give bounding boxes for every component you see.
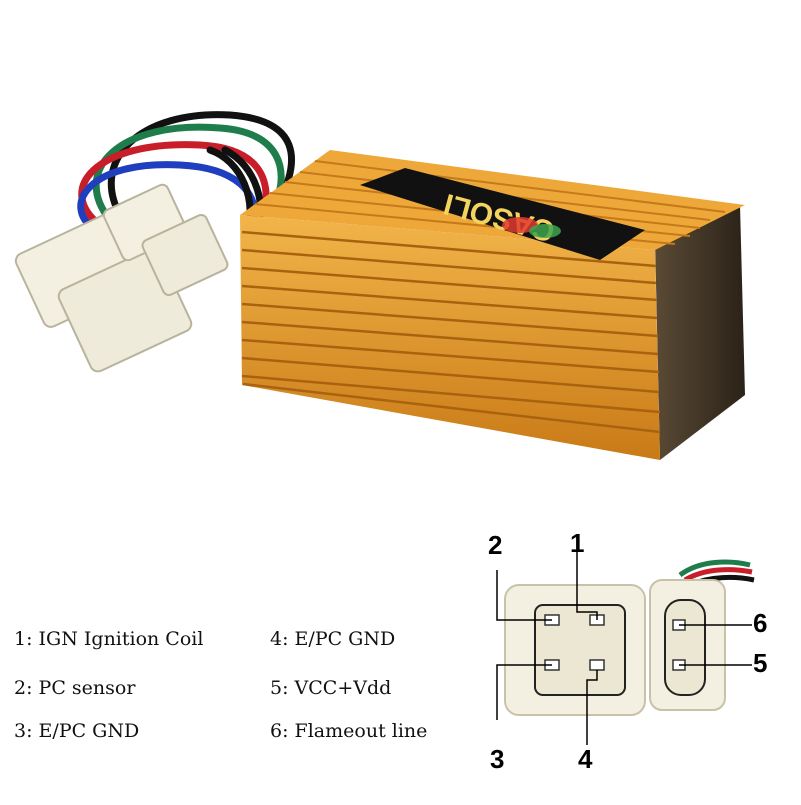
cdi-unit-illustration: CASOLI xyxy=(14,111,745,460)
connector-pinout-svg xyxy=(496,550,755,745)
pin-label-3: 3 xyxy=(490,744,505,774)
legend-number: 3: xyxy=(14,720,33,742)
legend-item-6: 6: Flameout line xyxy=(270,720,427,742)
two-pin-connector xyxy=(649,579,726,711)
pin-label-5: 5 xyxy=(753,648,768,678)
four-pin-connector xyxy=(504,584,646,716)
pin-label-2: 2 xyxy=(488,530,503,560)
legend-number: 5: xyxy=(270,677,289,699)
legend-number: 1: xyxy=(14,628,33,650)
wire-bundle xyxy=(77,111,295,249)
legend-number: 6: xyxy=(270,720,289,742)
legend-label: PC sensor xyxy=(38,677,136,699)
pin-label-6: 6 xyxy=(753,608,768,638)
leader-lines xyxy=(496,550,752,745)
legend-item-2: 2: PC sensor xyxy=(14,677,135,699)
connector-pinout-diagram: 2 1 3 4 6 5 xyxy=(470,520,801,801)
legend-item-4: 4: E/PC GND xyxy=(270,628,395,650)
front-fins xyxy=(241,230,661,434)
housing-side xyxy=(655,205,745,460)
legend-item-5: 5: VCC+Vdd xyxy=(270,677,391,699)
legend-label: IGN Ignition Coil xyxy=(38,628,204,650)
legend-item-3: 3: E/PC GND xyxy=(14,720,139,742)
legend-label: VCC+Vdd xyxy=(294,677,392,699)
pin-label-4: 4 xyxy=(578,744,593,774)
legend-number: 4: xyxy=(270,628,289,650)
pin-label-1: 1 xyxy=(570,528,585,558)
wire-connectors xyxy=(14,183,229,373)
legend-item-1: 1: IGN Ignition Coil xyxy=(14,628,203,650)
legend-number: 2: xyxy=(14,677,33,699)
legend-label: E/PC GND xyxy=(294,628,396,650)
legend-label: E/PC GND xyxy=(38,720,140,742)
legend-label: Flameout line xyxy=(294,720,428,742)
